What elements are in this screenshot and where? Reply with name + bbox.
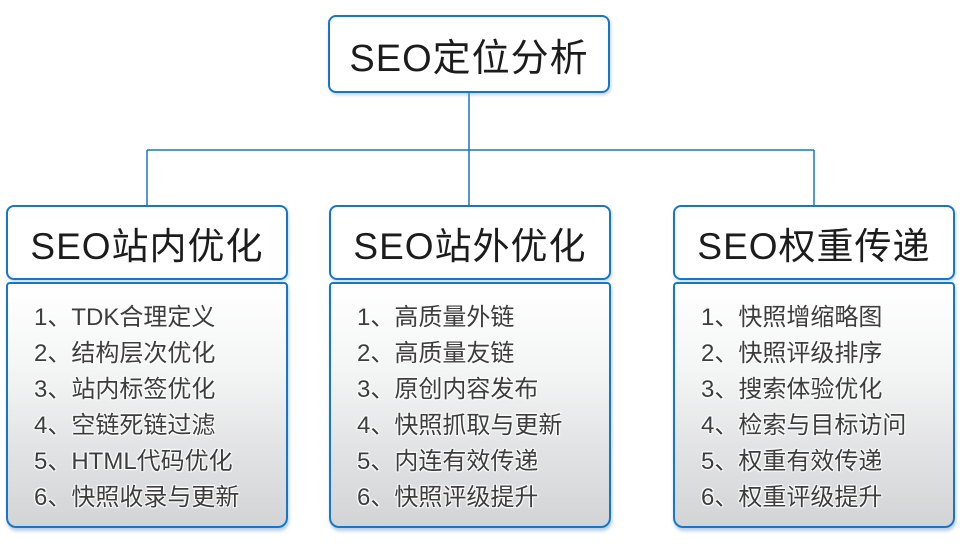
list-item: 2、高质量友链 xyxy=(357,340,515,367)
branch-header: SEO站内优化 xyxy=(6,205,288,280)
branch-header: SEO站外优化 xyxy=(329,205,611,280)
list-item: 6、快照收录与更新 xyxy=(34,484,240,511)
list-item: 4、检索与目标访问 xyxy=(701,412,907,439)
list-item: 3、原创内容发布 xyxy=(357,376,539,403)
root-node: SEO定位分析 xyxy=(328,15,610,93)
list-item: 3、站内标签优化 xyxy=(34,376,216,403)
list-item: 6、权重评级提升 xyxy=(701,484,883,511)
list-item: 2、结构层次优化 xyxy=(34,340,216,367)
list-item: 4、快照抓取与更新 xyxy=(357,412,563,439)
branch-title: SEO权重传递 xyxy=(697,225,931,267)
list-item: 6、快照评级提升 xyxy=(357,484,539,511)
branch-title: SEO站内优化 xyxy=(30,225,264,267)
branch-item-list: 1、快照增缩略图 2、快照评级排序 3、搜索体验优化 4、检索与目标访问 5、权… xyxy=(673,282,955,528)
list-item: 2、快照评级排序 xyxy=(701,340,883,367)
list-item: 1、高质量外链 xyxy=(357,304,515,331)
branch-onsite-optimization: SEO站内优化 1、TDK合理定义 2、结构层次优化 3、站内标签优化 4、空链… xyxy=(6,205,288,528)
branch-weight-transfer: SEO权重传递 1、快照增缩略图 2、快照评级排序 3、搜索体验优化 4、检索与… xyxy=(673,205,955,528)
list-item: 5、HTML代码优化 xyxy=(34,448,233,475)
list-item: 4、空链死链过滤 xyxy=(34,412,216,439)
list-item: 5、内连有效传递 xyxy=(357,448,539,475)
branch-item-list: 1、高质量外链 2、高质量友链 3、原创内容发布 4、快照抓取与更新 5、内连有… xyxy=(329,282,611,528)
branch-item-list: 1、TDK合理定义 2、结构层次优化 3、站内标签优化 4、空链死链过滤 5、H… xyxy=(6,282,288,528)
list-item: 5、权重有效传递 xyxy=(701,448,883,475)
branch-header: SEO权重传递 xyxy=(673,205,955,280)
branch-offsite-optimization: SEO站外优化 1、高质量外链 2、高质量友链 3、原创内容发布 4、快照抓取与… xyxy=(329,205,611,528)
list-item: 1、TDK合理定义 xyxy=(34,304,216,331)
list-item: 3、搜索体验优化 xyxy=(701,376,883,403)
list-item: 1、快照增缩略图 xyxy=(701,304,883,331)
branch-title: SEO站外优化 xyxy=(353,225,587,267)
root-node-label: SEO定位分析 xyxy=(349,37,589,80)
